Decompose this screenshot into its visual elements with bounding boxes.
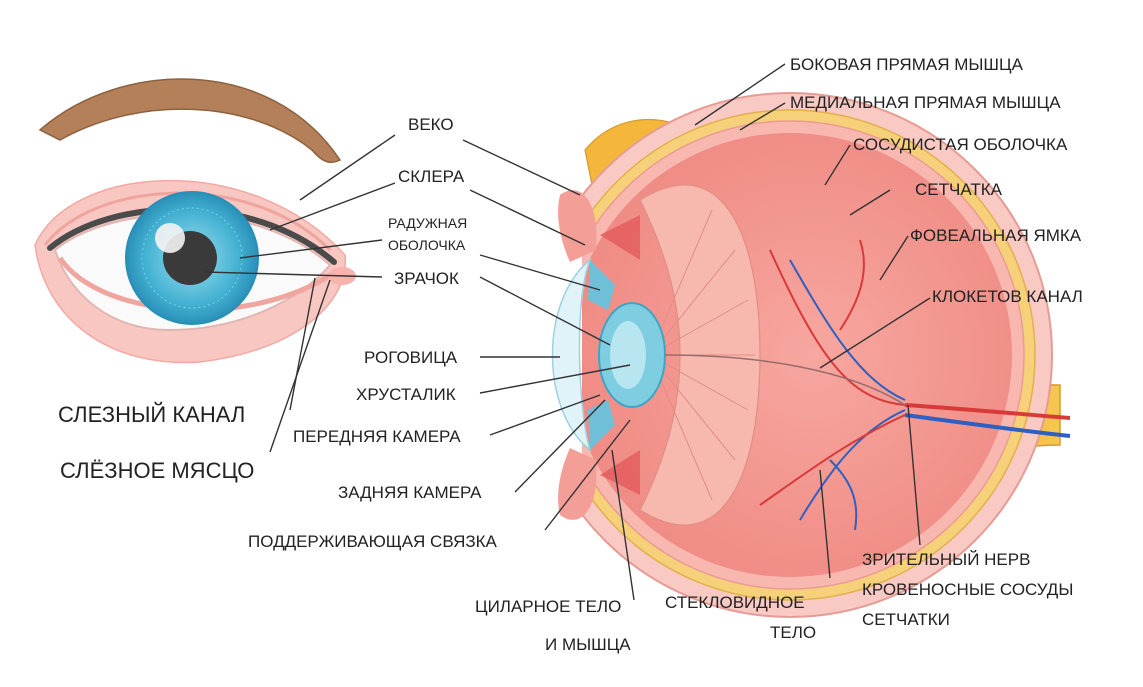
label-tsilarnoe-2: И МЫШЦА <box>545 635 631 654</box>
label-sklera: СКЛЕРА <box>398 167 465 186</box>
eyebrow-shape <box>38 78 342 163</box>
hyaloid-canal <box>664 354 906 406</box>
label-zritelny-2: КРОВЕНОСНЫЕ СОСУДЫ <box>862 580 1073 599</box>
label-slyoznoe-myastso: СЛЁЗНОЕ МЯСЦО <box>60 458 254 483</box>
retinal-vessels <box>759 239 906 531</box>
label-tsilarnoe-1: ЦИЛАРНОЕ ТЕЛО <box>475 597 621 616</box>
label-veko: ВЕКО <box>408 115 454 134</box>
label-zadnyaya-kamera: ЗАДНЯЯ КАМЕРА <box>338 483 482 502</box>
label-slezny-kanal: СЛЕЗНЫЙ КАНАЛ <box>58 402 245 427</box>
label-rogovitsa: РОГОВИЦА <box>364 348 458 367</box>
label-raduzhnaya-2: ОБОЛОЧКА <box>388 237 466 253</box>
leader-lines <box>204 63 931 601</box>
label-perednyaya-kamera: ПЕРЕДНЯЯ КАМЕРА <box>293 427 461 446</box>
label-bokovaya-myshtsa: БОКОВАЯ ПРЯМАЯ МЫШЦА <box>790 55 1024 74</box>
label-steklovidnoe-2: ТЕЛО <box>770 623 816 642</box>
label-foveal: ФОВЕАЛЬНАЯ ЯМКА <box>910 226 1082 245</box>
central-vein <box>904 413 1071 438</box>
label-raduzhnaya-1: РАДУЖНАЯ <box>388 215 467 231</box>
label-steklovidnoe-1: СТЕКЛОВИДНОЕ <box>665 593 805 612</box>
upper-eyelid-section <box>558 190 597 262</box>
label-setchatka: СЕТЧАТКА <box>915 180 1003 199</box>
front-eye-illustration <box>34 78 356 364</box>
labels: ВЕКО СКЛЕРА РАДУЖНАЯ ОБОЛОЧКА ЗРАЧОК РОГ… <box>58 55 1083 654</box>
lens-core <box>610 321 646 389</box>
label-zrachok: ЗРАЧОК <box>394 269 459 288</box>
ciliary-body-upper <box>600 215 640 260</box>
label-podderzhivayushchaya-svyazka: ПОДДЕРЖИВАЮЩАЯ СВЯЗКА <box>248 532 498 551</box>
central-artery <box>904 403 1071 420</box>
label-zritelny-1: ЗРИТЕЛЬНЫЙ НЕРВ <box>862 550 1030 569</box>
iris-section-lower <box>588 400 615 450</box>
ciliary-body-lower <box>600 450 640 495</box>
iris-section-upper <box>588 260 615 310</box>
label-sosudistaya: СОСУДИСТАЯ ОБОЛОЧКА <box>853 135 1068 154</box>
pupil-highlight <box>155 223 185 253</box>
label-khrustalik: ХРУСТАЛИК <box>356 385 456 404</box>
label-kloketov: КЛОКЕТОВ КАНАЛ <box>932 287 1083 306</box>
lower-eyelid-section <box>558 448 597 520</box>
label-zritelny-3: СЕТЧАТКИ <box>862 610 950 629</box>
label-medialnaya-myshtsa: МЕДИАЛЬНАЯ ПРЯМАЯ МЫШЦА <box>790 93 1061 112</box>
